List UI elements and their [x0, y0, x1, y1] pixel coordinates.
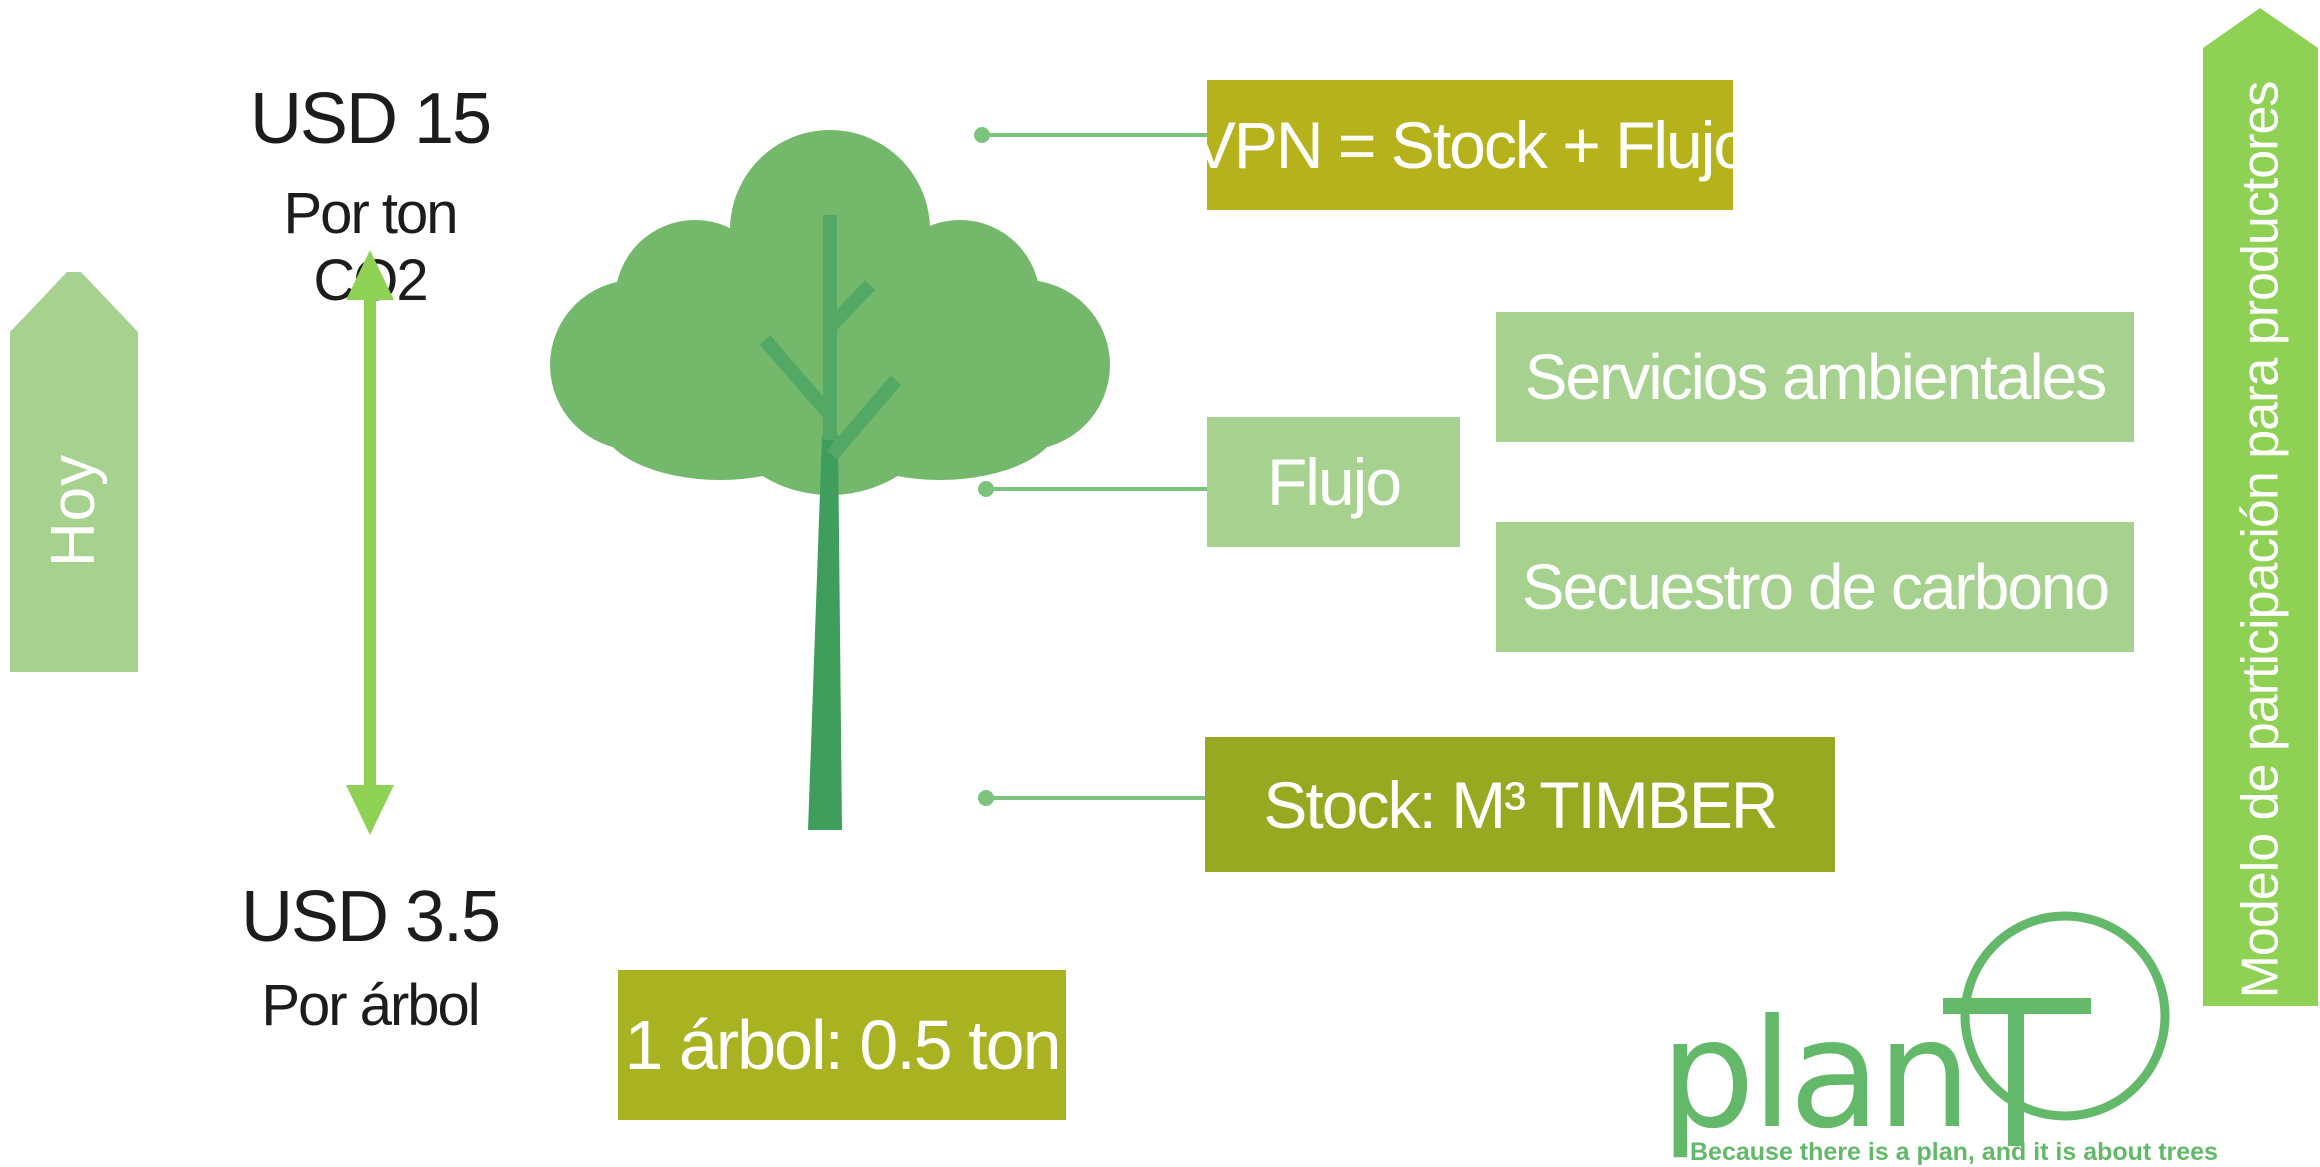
hoy-label: Hoy	[39, 453, 109, 567]
connector-line-stock	[986, 796, 1206, 800]
arbol-ton-box: 1 árbol: 0.5 ton	[618, 970, 1066, 1120]
model-arrow-label-container: Modelo de participación para productores	[2203, 82, 2318, 999]
bottom-price-value: USD 3.5	[240, 877, 501, 957]
double-arrow-icon	[346, 250, 394, 835]
hoy-arrow-label-container: Hoy	[10, 360, 138, 660]
stock-box: Stock: M³ TIMBER	[1205, 737, 1835, 872]
connector-line-vpn	[982, 133, 1208, 137]
tree-icon	[550, 130, 1110, 830]
model-arrow	[2203, 8, 2318, 1006]
flujo-box: Flujo	[1207, 417, 1460, 547]
logo-wordmark: plan	[1660, 988, 1972, 1162]
connector-line-flujo	[986, 487, 1208, 491]
plant-logo-icon	[1943, 911, 2170, 1146]
bottom-price-unit: Por árbol	[261, 973, 480, 1038]
top-price-value: USD 15	[249, 79, 492, 159]
servicios-ambientales-box: Servicios ambientales	[1496, 312, 2134, 442]
vpn-box: VPN = Stock + Flujo	[1207, 80, 1733, 210]
logo-tagline: Because there is a plan, and it is about…	[1690, 1138, 2218, 1166]
hoy-arrow	[10, 272, 138, 672]
secuestro-carbono-box: Secuestro de carbono	[1496, 522, 2134, 652]
model-label: Modelo de participación para productores	[2231, 81, 2290, 999]
